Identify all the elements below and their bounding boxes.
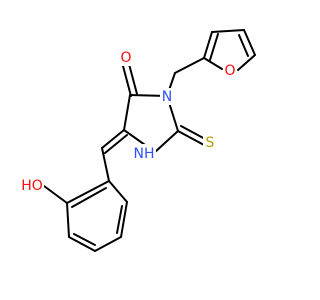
bond-b5-b6 — [66, 202, 70, 238]
bond-fc5-fo — [237, 54, 256, 71]
furan-oxygen-label: O — [224, 63, 235, 79]
bond-cexo-phenyl — [101, 147, 110, 182]
amine-nh-label: NH — [134, 146, 155, 162]
thione-sulfur-label: S — [206, 135, 215, 151]
atom-furan-oxygen: O — [223, 61, 237, 79]
atom-thione-sulfur: S — [203, 133, 217, 151]
bond-b2-b3-a — [120, 201, 128, 238]
bond-fc4-fc5-a — [243, 29, 256, 56]
bond-b6-b1-b — [71, 187, 107, 208]
structure-diagram: O N S NH O HO — [20, 29, 256, 252]
bond-c4-o-b — [128, 63, 138, 95]
bond-c5-cexo-a — [101, 129, 125, 149]
bond-b1-b2 — [108, 180, 128, 203]
bond-ch2-furan — [174, 57, 205, 74]
atom-amine-nh: NH — [134, 144, 156, 162]
atom-hydroxyl: HO — [20, 176, 44, 194]
atom-carbonyl-oxygen: O — [119, 48, 133, 66]
hydroxyl-label: HO — [21, 178, 43, 194]
bond-fc2-fc3-b — [209, 33, 219, 61]
bond-b2-b3-b — [116, 205, 123, 234]
bond-c5-cexo-b — [104, 134, 128, 154]
bond-fc3-fc4 — [211, 29, 245, 33]
bond-fc4-fc5-b — [238, 34, 249, 57]
molecule-drawing: O N S NH O HO — [20, 29, 256, 252]
bond-c2-n1 — [154, 130, 179, 153]
bond-c2-s-b — [180, 125, 208, 141]
bond-b4-b5-a — [68, 236, 96, 252]
atom-label-layer: O N S NH O HO — [20, 48, 237, 194]
ring-nitrogen-label: N — [162, 89, 172, 105]
bond-c5-c4 — [123, 94, 131, 131]
atom-ring-nitrogen: N — [160, 88, 174, 105]
bond-layer — [43, 29, 256, 252]
carbonyl-oxygen-label: O — [120, 50, 131, 66]
bond-c4-o-a — [122, 65, 132, 97]
bond-c2-s-a — [177, 130, 205, 146]
bond-fo-fc2 — [203, 57, 223, 70]
bond-b6-b1-a — [66, 180, 110, 204]
bond-fc2-fc3-a — [203, 31, 213, 59]
bond-b4-b5-b — [73, 233, 96, 246]
bond-b6-oh — [43, 185, 68, 204]
bond-b3-b4 — [94, 236, 122, 252]
